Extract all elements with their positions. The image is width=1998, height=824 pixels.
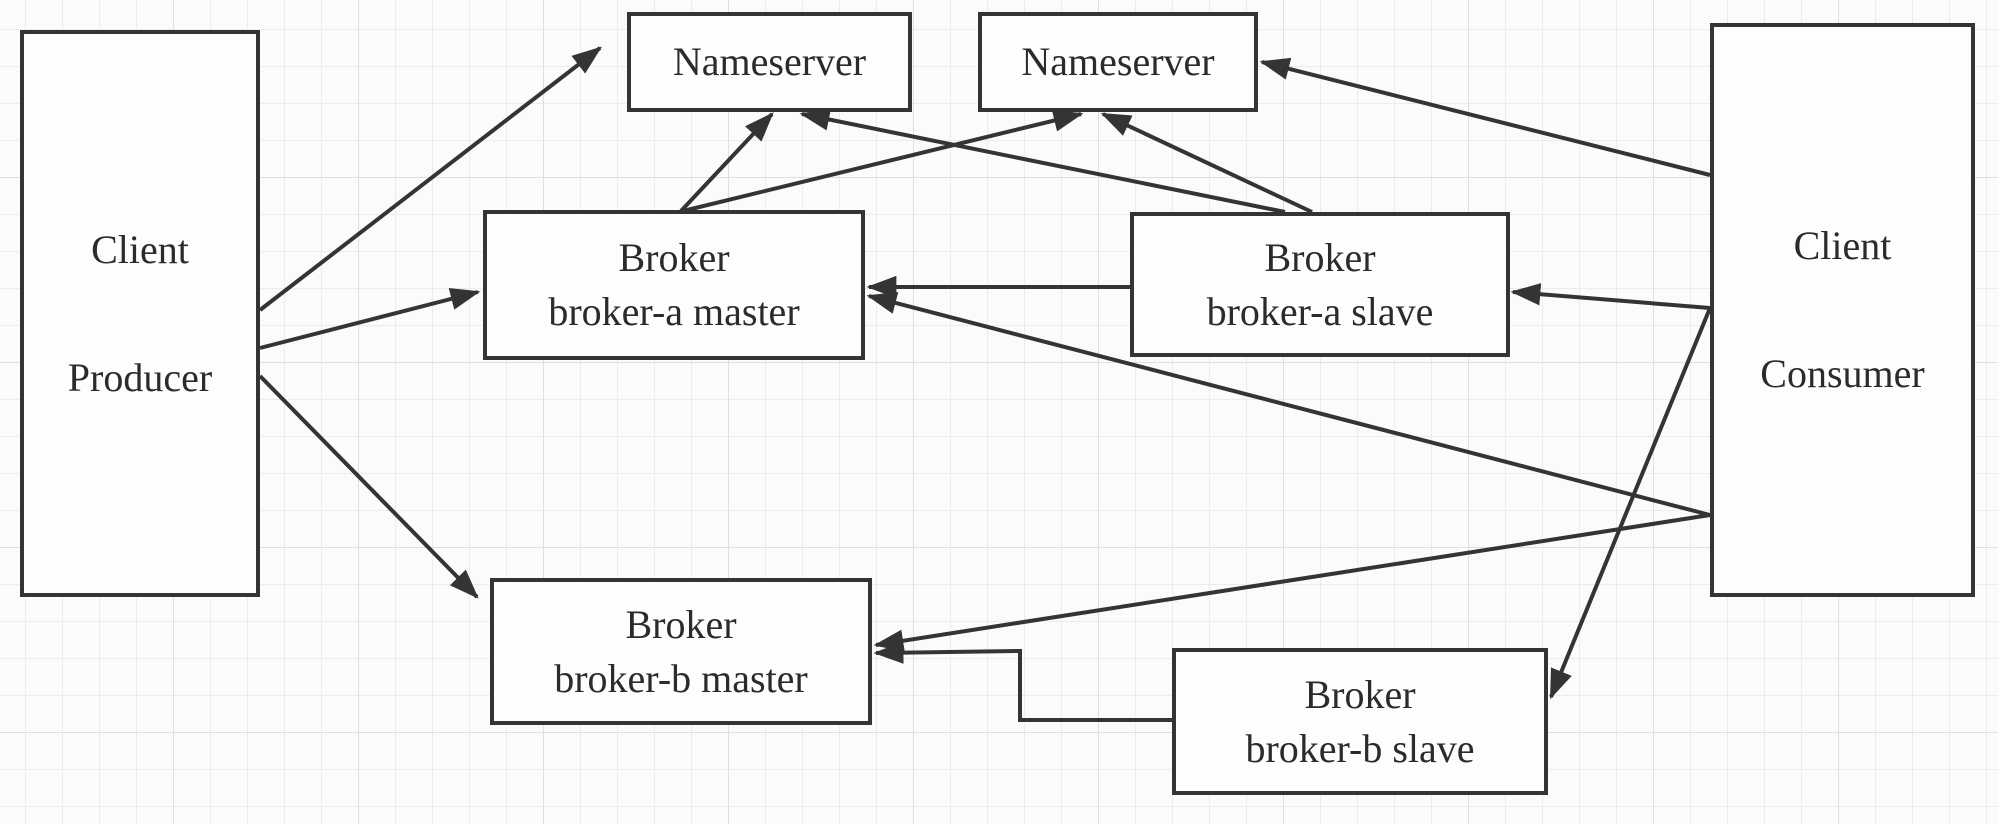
node-label: Client	[91, 226, 189, 272]
node-label: broker-b master	[554, 655, 808, 701]
edge-producer-to-broker-a-master	[259, 287, 481, 350]
edge-consumer-to-broker-b-slave	[1549, 307, 1712, 700]
node-label: broker-a slave	[1206, 288, 1434, 334]
node-label: Nameserver	[672, 39, 867, 84]
node-label: broker-a master	[548, 289, 800, 334]
edge-broker-a-master-to-nameserver-1	[679, 112, 774, 213]
edge-group	[258, 46, 1712, 722]
node-broker-b-slave: Broker broker-b slave	[1172, 648, 1548, 795]
node-label: Broker	[625, 601, 737, 647]
edge-broker-b-slave-to-broker-b-master	[873, 641, 1172, 722]
edge-broker-a-slave-to-nameserver-1	[799, 108, 1286, 214]
edge-producer-to-nameserver-1	[258, 46, 602, 312]
node-label: broker-b slave	[1245, 725, 1475, 771]
node-broker-a-slave: Broker broker-a slave	[1130, 212, 1510, 357]
node-broker-b-master: Broker broker-b master	[490, 578, 872, 725]
edge-producer-to-broker-b-master	[258, 374, 479, 599]
node-label: Broker	[1264, 234, 1376, 280]
node-nameserver-1: Nameserver	[627, 12, 912, 112]
edge-broker-a-master-to-nameserver-2	[682, 109, 1084, 213]
edge-consumer-to-broker-a-slave	[1510, 283, 1711, 310]
node-broker-a-master: Broker broker-a master	[483, 210, 865, 360]
node-label: Broker	[1304, 671, 1416, 717]
node-label: Broker	[618, 235, 730, 280]
edge-consumer-to-broker-b-master	[873, 513, 1711, 652]
node-label: Producer	[67, 354, 213, 400]
edge-consumer-to-broker-a-master	[866, 292, 1711, 517]
node-label: Consumer	[1760, 351, 1925, 396]
node-label: Nameserver	[1021, 39, 1215, 84]
node-label: Client	[1793, 223, 1892, 268]
edge-broker-a-slave-to-nameserver-2	[1100, 112, 1313, 214]
node-nameserver-2: Nameserver	[978, 12, 1258, 112]
edge-consumer-to-nameserver-2	[1259, 57, 1711, 177]
